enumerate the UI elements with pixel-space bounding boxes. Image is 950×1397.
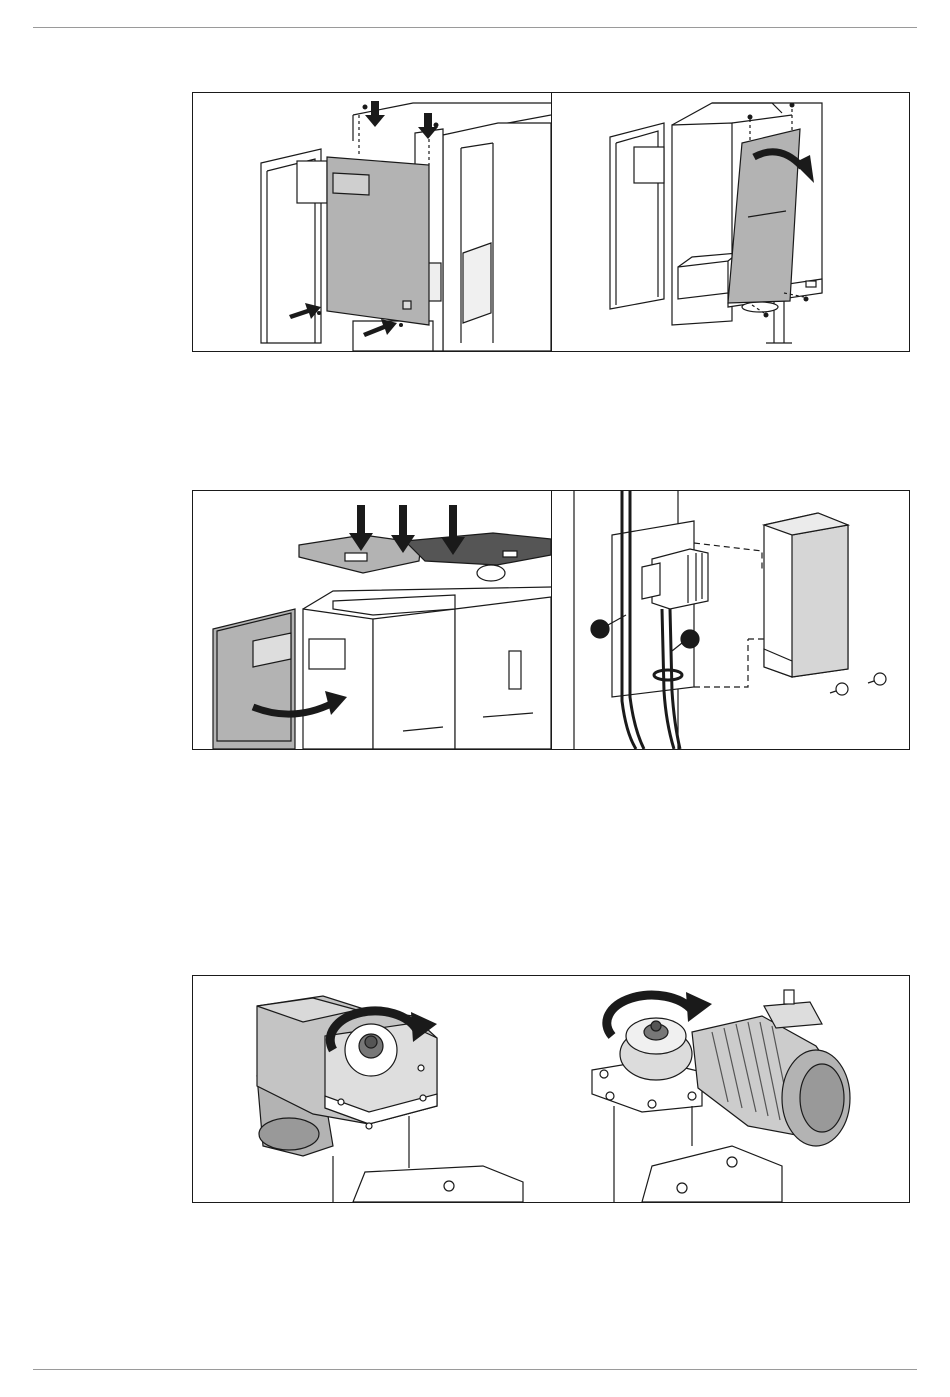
illustration-side-panel-removal <box>552 93 910 351</box>
figure-1 <box>192 92 910 352</box>
footer-rule <box>33 1369 917 1370</box>
header-rule <box>33 27 917 28</box>
arrow-down-icon <box>365 101 438 139</box>
illustration-front-panel-removal <box>193 93 551 351</box>
illustration-gear-motor-rotation-right <box>552 976 910 1202</box>
illustration-gear-motor-rotation-left <box>193 976 551 1202</box>
figure-2 <box>192 490 910 750</box>
illustration-top-cover-removal <box>193 491 551 749</box>
figure-3 <box>192 975 910 1203</box>
illustration-control-box-mounting <box>552 491 910 749</box>
